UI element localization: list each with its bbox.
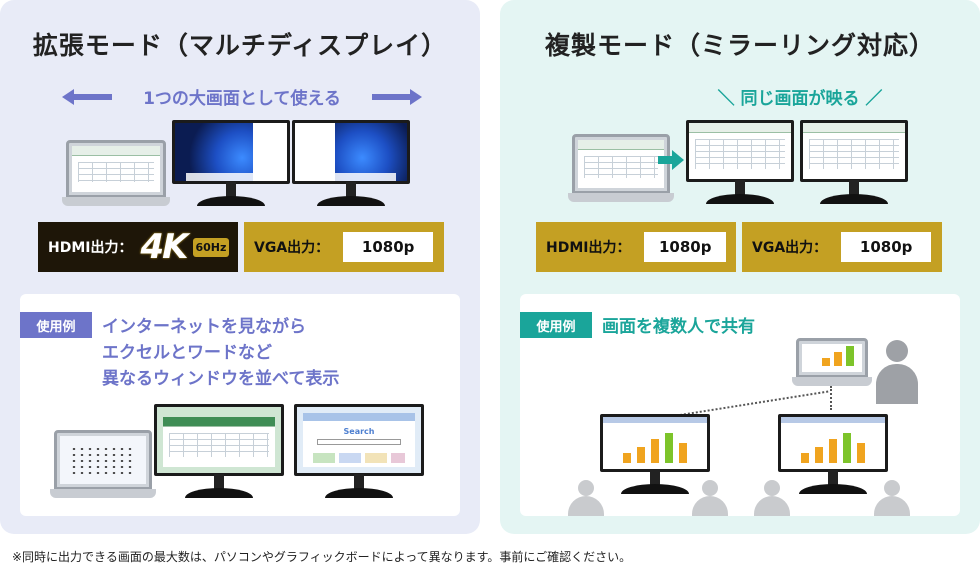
mirror-mode-panel: 複製モード（ミラーリング対応） ＼ 同じ画面が映る ／ HDMI出力： 1080… xyxy=(500,0,980,534)
usecase-text: インターネットを見ながら エクセルとワードなど 異なるウィンドウを並べて表示 xyxy=(102,314,339,392)
vga-spec-box: VGA出力： 1080p xyxy=(244,222,444,272)
presenter-person-icon xyxy=(876,340,918,404)
laptop-illustration xyxy=(62,140,170,206)
left-arrow-icon xyxy=(62,88,112,105)
60hz-badge: 60Hz xyxy=(192,237,230,257)
mirror-laptop xyxy=(568,134,674,202)
mirror-monitor-1 xyxy=(686,120,794,204)
usecase-line-1: インターネットを見ながら xyxy=(102,317,306,337)
audience-person-icon xyxy=(692,480,728,516)
mirror-vga-label: VGA出力： xyxy=(752,240,828,256)
vga-value: 1080p xyxy=(343,232,434,262)
usecase-badge: 使用例 xyxy=(20,312,92,338)
hdmi-spec-box: HDMI出力： 4K 60Hz xyxy=(38,222,238,272)
connection-line-left xyxy=(679,390,829,416)
browser-search-label: Search xyxy=(343,427,375,436)
audience-person-icon xyxy=(754,480,790,516)
extended-mode-panel: 拡張モード（マルチディスプレイ） 1つの大画面として使える HDMI出力： 4K… xyxy=(0,0,480,534)
shared-monitor-2 xyxy=(778,414,888,494)
extended-usecase-card: 使用例 インターネットを見ながら エクセルとワードなど 異なるウィンドウを並べて… xyxy=(20,294,460,516)
monitor-illustration-2 xyxy=(292,120,410,206)
usecase-line-2: エクセルとワードなど xyxy=(102,343,272,363)
connection-line-down xyxy=(830,386,832,410)
mirror-tagline: ＼ 同じ画面が映る ／ xyxy=(717,89,883,109)
audience-person-icon xyxy=(568,480,604,516)
hdmi-label: HDMI出力： xyxy=(48,240,133,256)
usecase-browser-monitor: Search xyxy=(294,404,424,498)
audience-person-icon xyxy=(874,480,910,516)
vga-label: VGA出力： xyxy=(254,240,330,256)
mirror-usecase-card: 使用例 画面を複数人で共有 xyxy=(520,294,960,516)
mirror-usecase-text: 画面を複数人で共有 xyxy=(602,317,755,337)
mirror-arrow-icon xyxy=(658,150,684,170)
extended-mode-title: 拡張モード（マルチディスプレイ） xyxy=(32,31,448,60)
4k-logo: 4K xyxy=(140,227,188,267)
mirror-mode-title: 複製モード（ミラーリング対応） xyxy=(544,31,935,60)
extended-tagline: 1つの大画面として使える xyxy=(62,84,422,109)
usecase-laptop xyxy=(50,430,156,498)
right-arrow-icon xyxy=(372,88,422,105)
mirror-vga-value: 1080p xyxy=(841,232,932,262)
monitor-illustration-1 xyxy=(172,120,290,206)
usecase-line-3: 異なるウィンドウを並べて表示 xyxy=(102,369,340,389)
presenter-laptop xyxy=(792,338,872,386)
extended-tagline-text: 1つの大画面として使える xyxy=(143,89,341,109)
shared-monitor-1 xyxy=(600,414,710,494)
mirror-monitor-2 xyxy=(800,120,908,204)
mirror-usecase-badge: 使用例 xyxy=(520,312,592,338)
mirror-hdmi-spec-box: HDMI出力： 1080p xyxy=(536,222,736,272)
usecase-spreadsheet-monitor xyxy=(154,404,284,498)
mirror-hdmi-value: 1080p xyxy=(644,232,726,262)
footnote: ※同時に出力できる画面の最大数は、パソコンやグラフィックボードによって異なります… xyxy=(12,550,632,564)
mirror-hdmi-label: HDMI出力： xyxy=(546,240,631,256)
mirror-vga-spec-box: VGA出力： 1080p xyxy=(742,222,942,272)
